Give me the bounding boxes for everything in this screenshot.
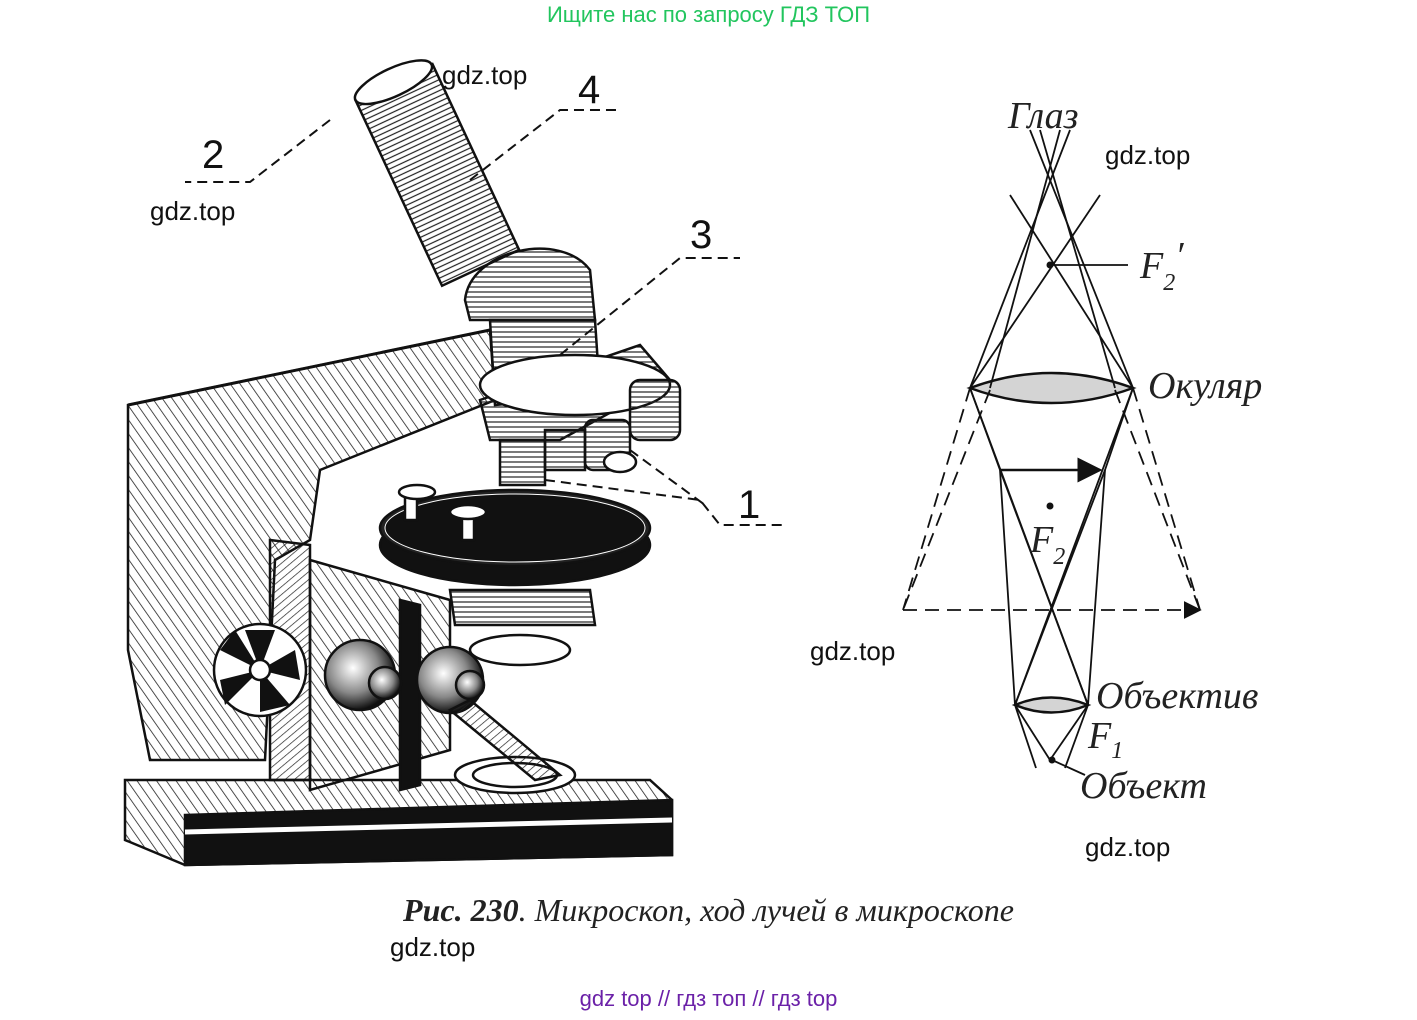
label-object: Объект [1080, 765, 1207, 807]
watermark-text: gdz.top [150, 196, 236, 226]
label-objective: Объектив [1096, 675, 1258, 717]
label-number-1: 1 [738, 483, 760, 527]
watermark-text: gdz.top [390, 932, 476, 962]
watermark-text: gdz.top [1085, 832, 1171, 862]
label-number-4: 4 [578, 68, 600, 112]
ray-diagram [902, 129, 1202, 776]
focus-f2-dot [1046, 502, 1054, 510]
label-eyepiece: Окуляр [1148, 365, 1262, 407]
label-number-3: 3 [690, 213, 712, 257]
label-f2: F2 [1029, 519, 1065, 570]
banner-text[interactable]: Ищите нас по запросу ГДЗ ТОП [546, 2, 871, 27]
leader-lines [185, 109, 785, 526]
footer-links[interactable]: gdz top // гдз топ // гдз top [579, 986, 838, 1011]
label-eye: Глаз [1007, 95, 1078, 137]
watermark-text: gdz.top [1105, 140, 1191, 170]
microscope-drawing [123, 59, 682, 867]
label-f1: F1 [1087, 715, 1123, 764]
watermark-text: gdz.top [810, 636, 896, 666]
watermark-text: gdz.top [442, 60, 528, 90]
label-f2-prime: F2′ [1139, 235, 1184, 296]
label-number-2: 2 [202, 133, 224, 177]
focus-f2-prime-dot [1046, 261, 1054, 269]
object-dot [1048, 756, 1056, 764]
figure-caption: Рис. 230. Микроскоп, ход лучей в микроск… [403, 892, 1014, 928]
